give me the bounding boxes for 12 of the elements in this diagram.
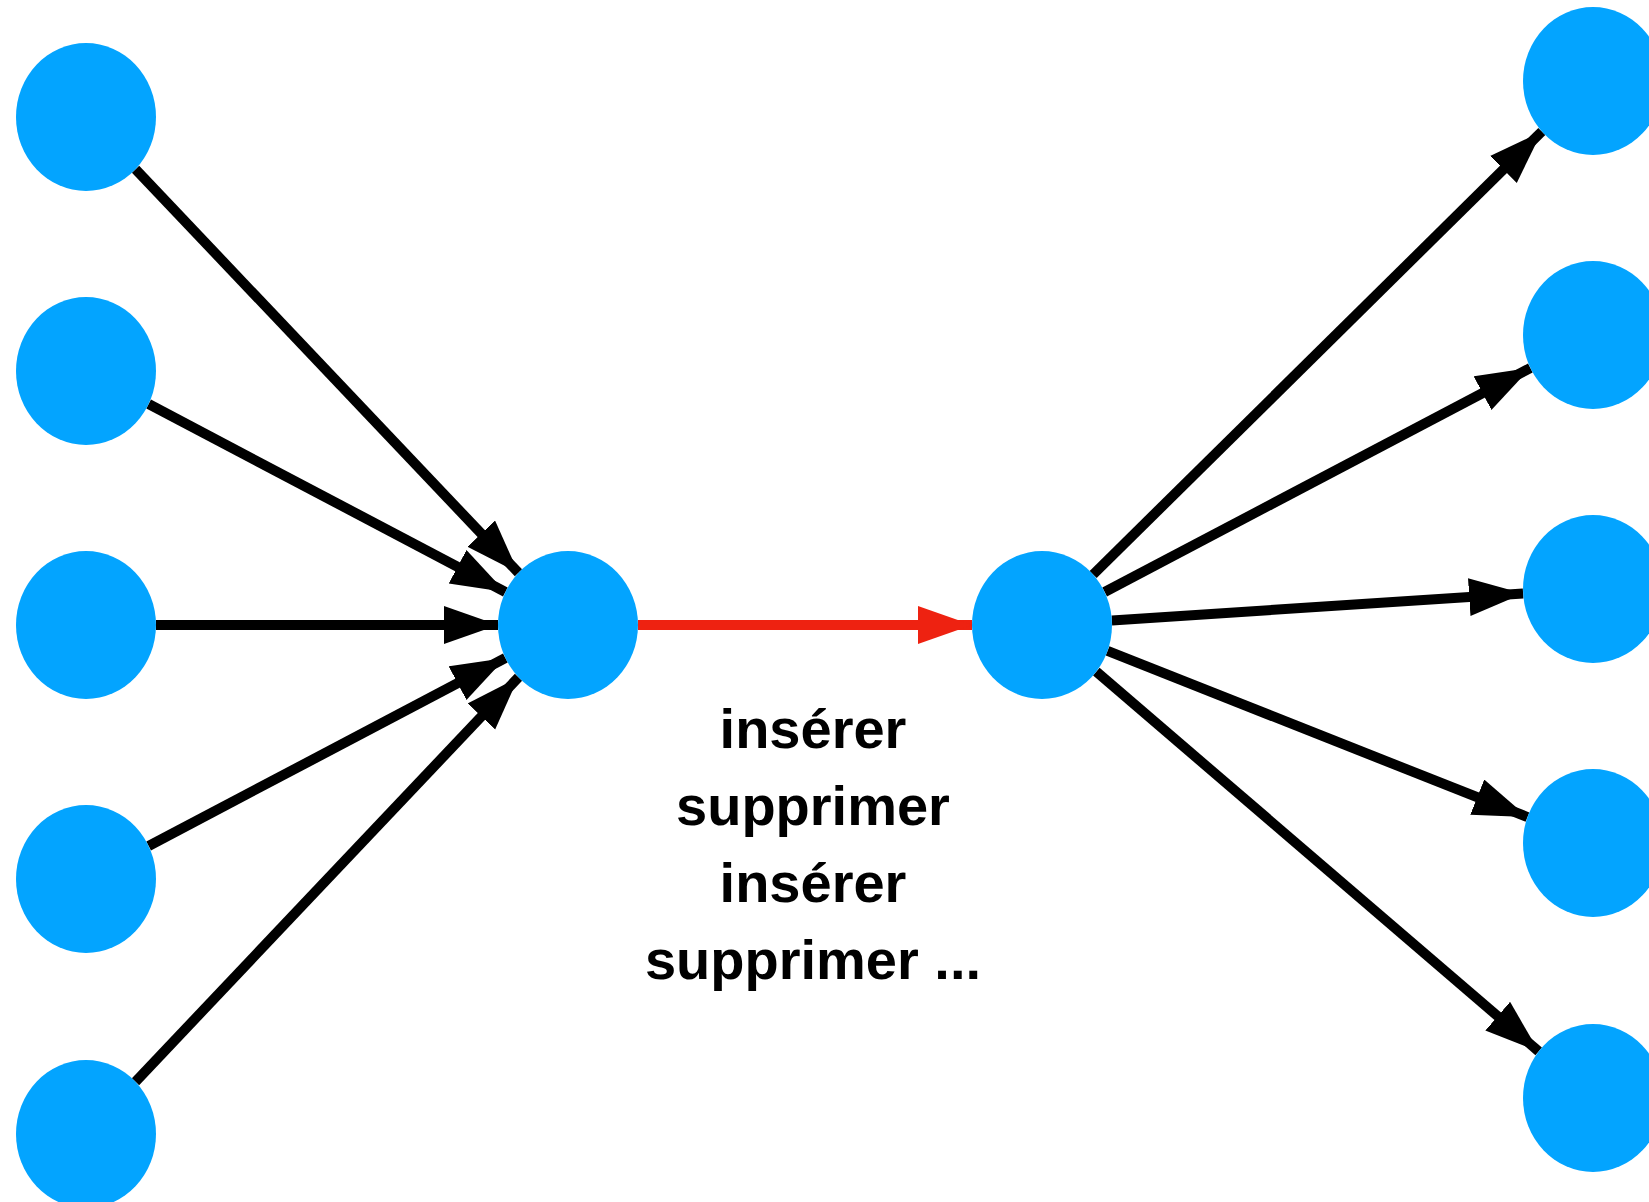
arrow: [1102, 363, 1533, 597]
arrow: [1105, 646, 1530, 822]
arrow: [146, 399, 508, 597]
arrow: [131, 165, 523, 577]
arrow: [638, 606, 972, 644]
arrow: [146, 653, 508, 851]
arrow: [1111, 578, 1524, 626]
edge-label: insérer supprimer insérer supprimer ...: [643, 696, 983, 993]
arrow: [1093, 667, 1542, 1056]
arrow: [1089, 127, 1546, 579]
arrow: [131, 673, 523, 1086]
arrow: [156, 606, 498, 644]
